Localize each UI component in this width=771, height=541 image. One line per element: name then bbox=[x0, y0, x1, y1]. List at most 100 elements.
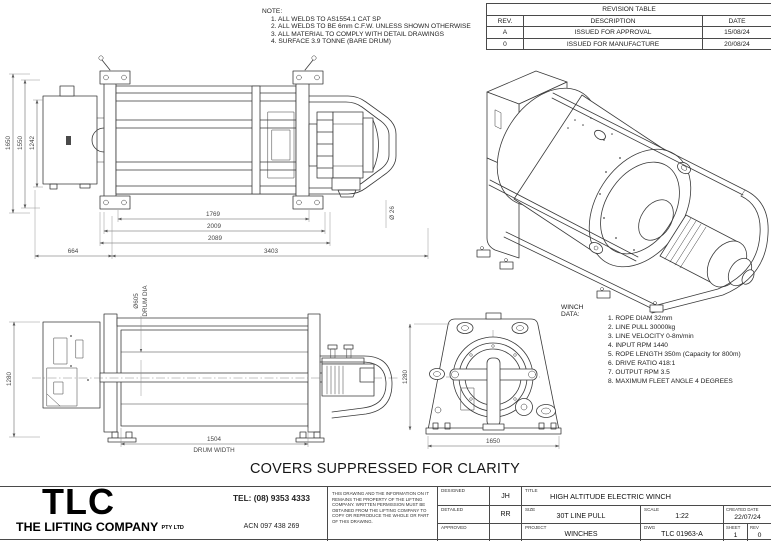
approved-label-cell: APPROVED bbox=[437, 523, 489, 541]
dim-side-1280: 1280 bbox=[6, 372, 13, 387]
note-item: 2. ALL WELDS TO BE 6mm C.F.W. UNLESS SHO… bbox=[271, 23, 471, 30]
phone-number: TEL: (08) 9353 4333 bbox=[232, 493, 311, 503]
size-cell: SIZE 30T LINE PULL bbox=[521, 505, 640, 523]
designed-value-cell: JH bbox=[489, 487, 521, 505]
winch-data-item: 7. OUTPUT RPM 3.5 bbox=[608, 369, 670, 376]
company-suffix: PTY LTD bbox=[161, 525, 184, 531]
contact-cell: TEL: (08) 9353 4333 ACN 097 438 269 bbox=[216, 487, 327, 541]
dim-1550: 1550 bbox=[17, 136, 24, 151]
title-block: TLC THE LIFTING COMPANY PTY LTD TEL: (08… bbox=[0, 481, 771, 541]
side-view: 1280 Ø605 DRUM DIA 1504 DRUM WIDTH bbox=[6, 285, 398, 454]
dim-1242: 1242 bbox=[29, 136, 36, 151]
dim-1504: 1504 bbox=[207, 436, 222, 443]
notes-block: NOTE: 1. ALL WELDS TO AS1554.1 CAT SP 2.… bbox=[262, 8, 471, 46]
dim-drum-width-label: DRUM WIDTH bbox=[193, 447, 235, 454]
winch-data-heading: WINCH DATA: bbox=[561, 304, 584, 318]
winch-data-list: 1. ROPE DIAM 32mm 2. LINE PULL 30000kg 3… bbox=[608, 314, 741, 386]
revision-table-header-row: REV. DESCRIPTION DATE bbox=[487, 14, 771, 26]
dwg-cell: DWG TLC 01963-A bbox=[640, 523, 723, 541]
dim-2089: 2089 bbox=[208, 235, 223, 242]
rev-value: 0 bbox=[757, 532, 762, 539]
dim-hole-26: Ø 26 bbox=[389, 206, 396, 220]
revision-table-title-row: REVISION TABLE bbox=[487, 4, 771, 15]
notes-heading: NOTE: bbox=[262, 8, 283, 15]
rev-cell-tb: REV 0 bbox=[747, 523, 771, 541]
dim-3403: 3403 bbox=[264, 248, 279, 255]
plan-right-flange bbox=[292, 55, 324, 210]
created-date-cell: CREATED DATE 22/07/24 bbox=[723, 505, 771, 523]
created-date-label: CREATED DATE bbox=[726, 507, 759, 512]
dim-drum-dia-label: DRUM DIA bbox=[142, 285, 149, 317]
company-name-text: THE LIFTING COMPANY bbox=[16, 520, 159, 534]
plan-left-flange bbox=[91, 55, 131, 210]
front-dimensions: 1280 1650 bbox=[402, 323, 560, 449]
created-date-value: 22/07/24 bbox=[734, 514, 761, 521]
scale-value: 1:22 bbox=[675, 513, 689, 520]
isometric-view bbox=[476, 70, 769, 314]
detailed-label-cell: DETAILED bbox=[437, 505, 489, 523]
dim-front-1650: 1650 bbox=[486, 438, 501, 445]
side-dimensions: 1280 Ø605 DRUM DIA 1504 DRUM WIDTH bbox=[6, 285, 309, 454]
date-cell: 15/08/24 bbox=[724, 29, 750, 36]
winch-data-item: 6. DRIVE RATIO 418:1 bbox=[608, 360, 676, 367]
revision-table-title: REVISION TABLE bbox=[602, 6, 656, 13]
designed-value: JH bbox=[501, 493, 510, 500]
sheet-number: 1 bbox=[733, 532, 738, 539]
size-value: 30T LINE PULL bbox=[556, 513, 606, 520]
sheet-cell: SHEET 1 bbox=[723, 523, 747, 541]
rev-cell: 0 bbox=[487, 38, 524, 49]
project-value: WINCHES bbox=[564, 531, 598, 538]
revision-row: A ISSUED FOR APPROVAL 15/08/24 bbox=[487, 26, 771, 38]
note-item: 3. ALL MATERIAL TO COMPLY WITH DETAIL DR… bbox=[271, 30, 445, 38]
winch-data-item: 4. INPUT RPM 1440 bbox=[608, 342, 668, 349]
plan-motor bbox=[308, 111, 379, 198]
rev-cell: A bbox=[487, 27, 524, 38]
winch-data-item: 5. ROPE LENGTH 350m (Capacity for 800m) bbox=[608, 351, 741, 358]
front-view: 1280 1650 bbox=[402, 312, 562, 449]
side-frame-drum bbox=[32, 313, 398, 443]
dim-1769: 1769 bbox=[206, 211, 221, 218]
company-logo: TLC bbox=[42, 481, 115, 522]
dim-front-1280: 1280 bbox=[402, 370, 409, 385]
dim-1650: 1650 bbox=[5, 136, 12, 151]
clarity-note: COVERS SUPPRESSED FOR CLARITY bbox=[249, 461, 521, 477]
logo-cell: TLC THE LIFTING COMPANY PTY LTD bbox=[0, 481, 216, 541]
side-control-box bbox=[42, 321, 101, 409]
winch-data-item: 1. ROPE DIAM 32mm bbox=[608, 315, 673, 322]
rev-label: REV bbox=[750, 525, 759, 530]
scale-cell: SCALE 1:22 bbox=[640, 505, 723, 523]
note-item: 1. ALL WELDS TO AS1554.1 CAT SP bbox=[271, 15, 381, 23]
company-name: THE LIFTING COMPANY PTY LTD bbox=[16, 520, 184, 534]
copyright-notice: THIS DRAWING AND THE INFORMATION ON IT R… bbox=[327, 487, 437, 541]
project-label: PROJECT bbox=[525, 525, 547, 530]
dim-drum-dia: Ø605 bbox=[133, 293, 140, 309]
size-label: SIZE bbox=[525, 507, 536, 512]
approved-label: APPROVED bbox=[441, 525, 467, 530]
plan-dimensions: 1650 1550 1242 1769 2009 2089 664 3403 Ø… bbox=[5, 73, 429, 259]
description-cell: ISSUED FOR MANUFACTURE bbox=[524, 38, 703, 49]
sheet-label: SHEET bbox=[726, 525, 741, 530]
designed-label: DESIGNED bbox=[441, 488, 465, 493]
revision-table: REVISION TABLE REV. DESCRIPTION DATE A I… bbox=[486, 3, 771, 50]
project-cell: PROJECT WINCHES bbox=[521, 523, 640, 541]
title-label: TITLE bbox=[525, 488, 538, 493]
winch-data-item: 2. LINE PULL 30000kg bbox=[608, 324, 676, 331]
description-header: DESCRIPTION bbox=[524, 15, 703, 26]
plan-drum bbox=[115, 85, 297, 195]
plan-control-box bbox=[42, 85, 105, 190]
date-header: DATE bbox=[728, 17, 746, 25]
detailed-value: RR bbox=[500, 511, 511, 518]
detailed-value-cell: RR bbox=[489, 505, 521, 523]
title-cell: TITLE HIGH ALTITUDE ELECTRIC WINCH bbox=[521, 487, 771, 505]
scale-label: SCALE bbox=[644, 507, 660, 512]
note-item: 4. SURFACE 3.9 TONNE (BARE DRUM) bbox=[271, 38, 391, 45]
drawing-title: HIGH ALTITUDE ELECTRIC WINCH bbox=[550, 492, 671, 501]
dwg-label: DWG bbox=[644, 525, 656, 530]
revision-row: 0 ISSUED FOR MANUFACTURE 20/08/24 bbox=[487, 37, 771, 49]
dim-664: 664 bbox=[68, 248, 79, 255]
approved-value-cell bbox=[489, 523, 521, 541]
dwg-number: TLC 01963-A bbox=[661, 531, 703, 538]
description-cell: ISSUED FOR APPROVAL bbox=[524, 27, 703, 38]
winch-data-item: 3. LINE VELOCITY 0-8m/min bbox=[608, 333, 694, 340]
